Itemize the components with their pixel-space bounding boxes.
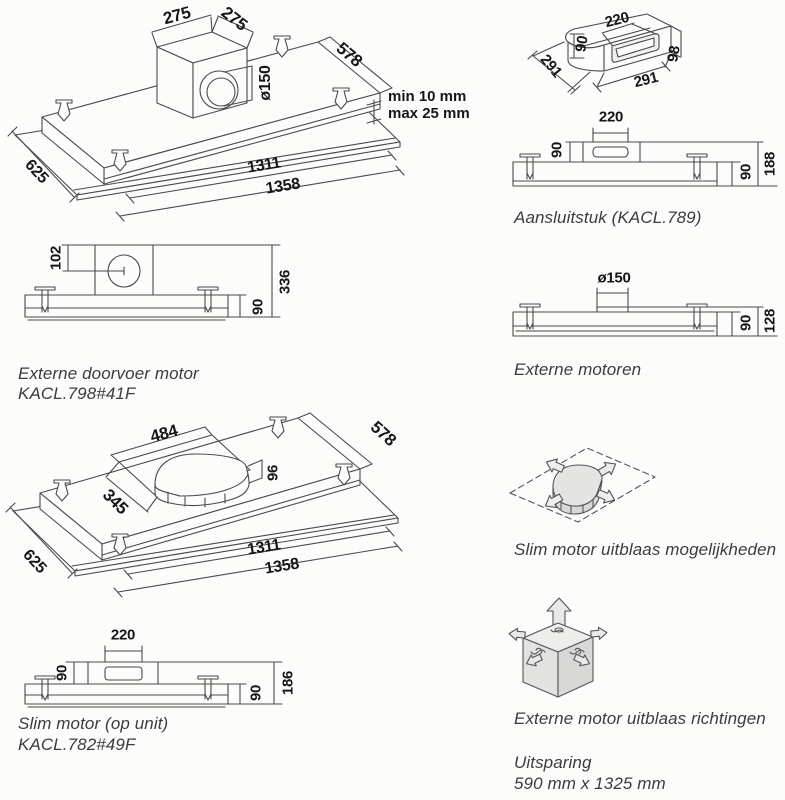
outlet-arrow-up <box>547 598 571 626</box>
duct-opening <box>593 147 628 157</box>
ceiling-panel-edge <box>77 142 400 200</box>
adapter-left-face <box>568 42 604 71</box>
adapter-opening-inner <box>616 38 654 57</box>
mounting-clip <box>270 417 286 438</box>
dim-clearance-max: max 25 mm <box>388 105 470 122</box>
outlet-arrow-down-right <box>572 652 592 670</box>
fan-swirl-icon <box>531 648 545 654</box>
mounting-clip <box>336 464 352 485</box>
unit-chassis-left <box>40 493 102 560</box>
adapter-isometric-drawing <box>520 0 785 115</box>
mounting-clip <box>112 534 128 555</box>
unit-body <box>25 295 228 317</box>
dim-duct-height: 96 <box>264 464 282 482</box>
fan-swirl-icon <box>551 630 563 632</box>
dashed-plane <box>510 448 655 522</box>
aansluitstuk-front-drawing <box>500 100 785 230</box>
externe-motoren-front-drawing <box>500 258 785 383</box>
ceiling-panel-edge <box>75 518 398 576</box>
caption-doorvoer-line1: Externe doorvoer motor <box>18 364 199 383</box>
dim-doorvoer-total-height: 336 <box>276 269 294 295</box>
dim-slim-body-height: 90 <box>247 684 265 702</box>
dim-motoren-duct: ø150 <box>597 269 631 287</box>
mounting-clip <box>35 287 55 312</box>
note-uitsparing-line2: 590 mm x 1325 mm <box>514 774 666 793</box>
externe-outlet-diagram <box>505 590 635 715</box>
unit-doorvoer-isometric-drawing <box>0 0 500 240</box>
caption-externe-outlet: Externe motor uitblaas richtingen <box>514 709 766 728</box>
dim-adapter-height-right: 98 <box>664 44 684 64</box>
mounting-clip <box>333 88 349 109</box>
dim-motoren-total-height: 128 <box>761 308 779 334</box>
dim-aansluitstuk-box-height: 90 <box>548 141 566 159</box>
dim-aansluitstuk-total-height: 188 <box>761 151 779 177</box>
slim-outlet-diagram <box>505 425 680 535</box>
slim-blower-band <box>155 474 249 506</box>
duct-collar <box>597 307 628 312</box>
outlet-arrow-left <box>509 628 526 641</box>
dim-duct-diameter: ø150 <box>257 65 274 101</box>
mounting-clip <box>198 287 218 312</box>
caption-slim-outlet: Slim motor uitblaas mogelijkheden <box>514 540 777 559</box>
fan-swirl-icon <box>570 648 584 654</box>
mounting-clip <box>56 100 72 121</box>
caption-slim-line1: Slim motor (op unit) <box>18 714 169 733</box>
dim-aansluitstuk-width: 220 <box>598 108 624 126</box>
unit-slim-isometric-drawing <box>0 390 430 605</box>
slim-motor-band <box>553 481 602 514</box>
unit-body <box>25 684 228 704</box>
dim-slim-total-height: 186 <box>279 670 297 696</box>
mounting-clip <box>198 676 218 700</box>
mounting-clip <box>520 304 540 329</box>
note-uitsparing-line1: Uitsparing <box>514 753 592 772</box>
outlet-arrow <box>542 491 565 512</box>
mounting-clip <box>112 150 128 171</box>
mounting-clip <box>54 480 70 501</box>
caption-aansluitstuk: Aansluitstuk (KACL.789) <box>514 208 702 227</box>
dim-doorvoer-body-height: 90 <box>249 298 267 316</box>
dim-clearance-min: min 10 mm <box>388 88 467 105</box>
cutout-outline <box>119 435 250 497</box>
caption-externe-motoren: Externe motoren <box>514 360 642 379</box>
dim-motoren-body-height: 90 <box>737 314 755 332</box>
unit-chassis-left <box>42 117 104 184</box>
duct-inner-circle <box>207 78 235 106</box>
mounting-clip <box>687 154 707 179</box>
mounting-clip <box>520 154 540 179</box>
mounting-clip <box>274 36 290 57</box>
dim-duct-offset: 102 <box>47 245 65 271</box>
dim-adapter-height: 90 <box>572 34 592 54</box>
outlet-arrow-right <box>590 627 607 640</box>
outlet-arrow <box>595 487 617 507</box>
unit-body <box>513 162 717 186</box>
unit-body <box>513 312 717 336</box>
slim-front-drawing <box>0 622 300 717</box>
mounting-clip <box>35 676 55 700</box>
duct-outlet-circle <box>200 71 238 109</box>
outlet-arrow-down-left <box>524 652 544 670</box>
duct-opening <box>105 667 142 680</box>
dim-slim-width: 220 <box>110 626 136 644</box>
outlet-arrow <box>544 456 566 476</box>
caption-doorvoer-line2: KACL.798#41F <box>18 384 136 403</box>
dim-slim-box-height: 90 <box>53 664 71 682</box>
dim-aansluitstuk-body-height: 90 <box>737 163 755 181</box>
outlet-arrow <box>597 458 620 479</box>
caption-slim-line2: KACL.782#49F <box>18 735 136 754</box>
doorvoer-front-drawing <box>0 235 300 335</box>
